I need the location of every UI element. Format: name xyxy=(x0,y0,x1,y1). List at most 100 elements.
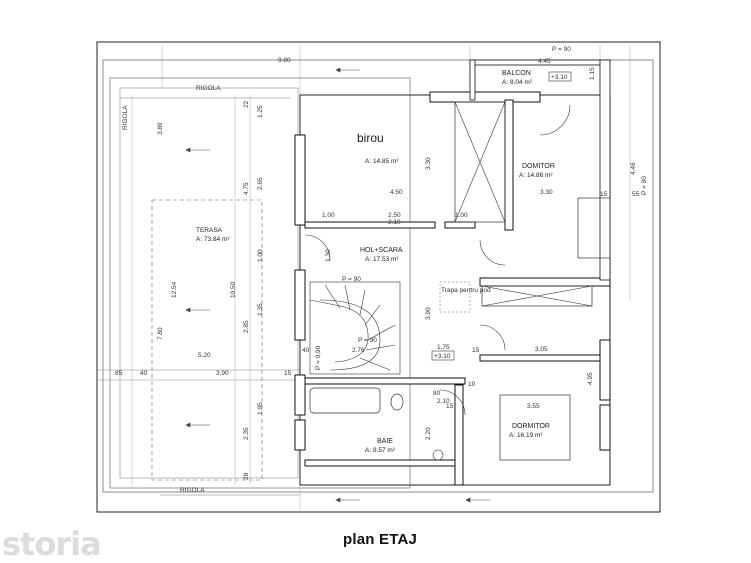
door-swing xyxy=(304,234,331,261)
svg-text:1.35: 1.35 xyxy=(257,303,264,316)
svg-text:3.05: 3.05 xyxy=(535,346,548,353)
plan-caption: plan ETAJ xyxy=(343,531,418,548)
wall xyxy=(599,59,611,281)
svg-text:2.20: 2.20 xyxy=(425,427,432,440)
parapet-label: P = 90 xyxy=(358,337,377,344)
room-name-dormitor1: DOMITOR xyxy=(522,163,555,170)
room-name-balcon: BALCON xyxy=(502,70,531,77)
terrace-inner xyxy=(119,87,299,479)
rigola-label: RIGOLA xyxy=(196,85,221,92)
wall xyxy=(304,459,456,467)
wall xyxy=(304,377,466,385)
svg-text:4.46: 4.46 xyxy=(630,162,637,175)
slope-arrows xyxy=(185,67,490,503)
room-area-baie: A: 8.57 m² xyxy=(365,447,396,454)
svg-text:4.95: 4.95 xyxy=(587,372,594,385)
svg-text:15: 15 xyxy=(600,191,608,198)
svg-text:55: 55 xyxy=(632,191,640,198)
wall xyxy=(294,269,306,341)
terrace-dashed xyxy=(151,199,263,481)
level-box xyxy=(548,71,572,82)
wall xyxy=(599,404,611,451)
room-name-birou: birou xyxy=(357,131,384,145)
room-area-birou: A: 14.85 m² xyxy=(365,158,399,165)
room-area-terasa: A: 73.84 m² xyxy=(196,236,230,243)
wardrobe-cross xyxy=(454,101,506,223)
door-swing xyxy=(539,104,571,136)
wall xyxy=(479,277,611,287)
staircase xyxy=(309,281,401,375)
bathtub xyxy=(309,387,381,414)
wall xyxy=(429,91,541,103)
level-mark: +3.10 xyxy=(551,74,568,81)
parapet-label: P = 90 xyxy=(342,276,361,283)
wall xyxy=(504,99,514,231)
door-swing xyxy=(479,324,506,351)
svg-text:3.89: 3.89 xyxy=(157,122,164,135)
wall xyxy=(454,384,464,486)
svg-text:9.80: 9.80 xyxy=(278,57,291,64)
svg-text:2.65: 2.65 xyxy=(257,177,264,190)
wall xyxy=(599,339,611,401)
svg-text:2.85: 2.85 xyxy=(243,320,250,333)
svg-text:3.90: 3.90 xyxy=(216,370,229,377)
room-name-hol: HOL+SCARA xyxy=(360,247,403,254)
room-area-hol: A: 17.53 m² xyxy=(365,256,399,263)
outer-frame xyxy=(96,41,661,513)
bed xyxy=(499,394,571,461)
svg-text:1.25: 1.25 xyxy=(257,105,264,118)
dimension-labels: 9.80 4.45 4.50 3.30 1.00 2.50 2.10 1.00 … xyxy=(115,57,640,480)
svg-text:3.30: 3.30 xyxy=(540,189,553,196)
bed xyxy=(577,197,611,259)
wall xyxy=(304,221,436,229)
room-name-dormitor2: DORMITOR xyxy=(512,423,550,430)
svg-text:1.00: 1.00 xyxy=(257,249,264,262)
svg-text:10: 10 xyxy=(468,381,476,388)
wall xyxy=(294,374,306,416)
svg-text:4.75: 4.75 xyxy=(243,182,250,195)
svg-text:5.20: 5.20 xyxy=(198,352,211,359)
svg-text:22: 22 xyxy=(243,100,250,108)
terrace-border xyxy=(109,77,411,489)
door-swing xyxy=(479,239,506,266)
svg-text:1.15: 1.15 xyxy=(589,67,596,80)
svg-text:1.30: 1.30 xyxy=(325,249,332,262)
svg-text:3.55: 3.55 xyxy=(527,403,540,410)
svg-text:10.50: 10.50 xyxy=(230,281,237,298)
svg-text:1.75: 1.75 xyxy=(437,344,450,351)
svg-text:2.76: 2.76 xyxy=(352,347,365,354)
svg-text:1.95: 1.95 xyxy=(257,402,264,415)
wardrobe-cross xyxy=(481,285,593,307)
wardrobe xyxy=(481,285,593,307)
svg-text:15: 15 xyxy=(446,403,454,410)
parapet-label: P = 90 xyxy=(552,46,571,53)
wall xyxy=(294,134,306,226)
svg-text:28: 28 xyxy=(243,472,250,480)
inner-frame xyxy=(102,59,654,493)
level-box xyxy=(431,350,455,361)
room-area-dormitor2: A: 16.19 m² xyxy=(509,432,543,439)
sink xyxy=(432,449,444,461)
svg-text:2.10: 2.10 xyxy=(388,219,401,226)
svg-text:1.00: 1.00 xyxy=(322,212,335,219)
door-swing xyxy=(439,389,466,416)
svg-text:1.00: 1.00 xyxy=(455,212,468,219)
svg-text:40: 40 xyxy=(140,370,148,377)
svg-text:85: 85 xyxy=(115,370,123,377)
rigola-label: RIGOLA xyxy=(180,487,205,494)
svg-text:2.50: 2.50 xyxy=(388,212,401,219)
storia-watermark: storia xyxy=(2,525,102,563)
trapa-label: Trapa pentru pod xyxy=(441,287,491,294)
svg-text:2.10: 2.10 xyxy=(437,398,450,405)
svg-text:2.35: 2.35 xyxy=(243,427,250,440)
trapa-outline xyxy=(439,281,471,313)
parapet-label: P = 90 xyxy=(641,176,648,195)
wall xyxy=(294,419,306,451)
svg-text:4.50: 4.50 xyxy=(390,189,403,196)
room-area-dormitor1: A: 14.86 m² xyxy=(519,172,553,179)
svg-text:12.54: 12.54 xyxy=(171,281,178,298)
svg-text:40: 40 xyxy=(302,347,310,354)
svg-text:15: 15 xyxy=(472,347,480,354)
room-name-terasa: TERASA xyxy=(196,227,223,234)
wall xyxy=(479,354,611,362)
